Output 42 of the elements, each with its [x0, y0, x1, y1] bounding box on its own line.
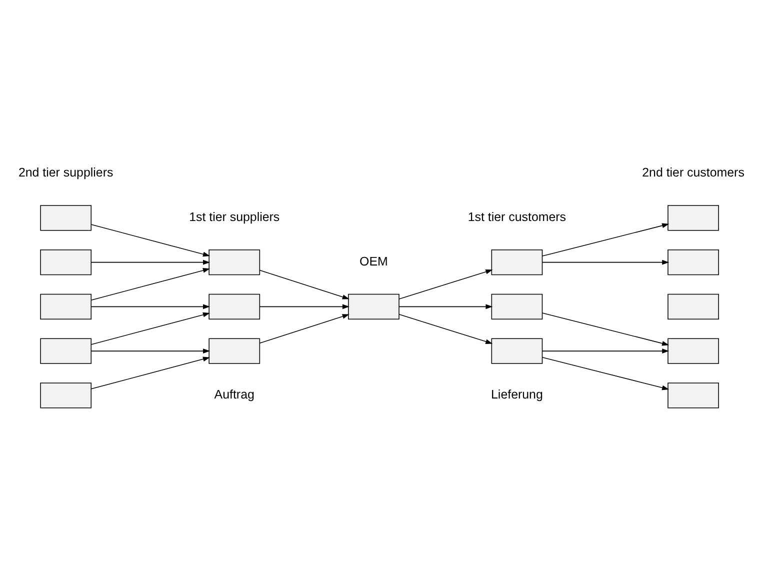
arrow	[259, 314, 350, 344]
node-box	[208, 294, 260, 320]
node-box	[491, 249, 543, 276]
node-box	[668, 205, 719, 231]
node-box	[40, 382, 92, 408]
arrow	[398, 269, 493, 300]
arrow	[398, 304, 493, 310]
node-box	[668, 249, 719, 276]
arrow	[90, 348, 210, 354]
label: 1st tier customers	[468, 210, 566, 224]
arrow	[542, 348, 670, 354]
arrow	[542, 312, 670, 346]
arrow	[90, 356, 210, 390]
label: 2nd tier customers	[642, 166, 744, 180]
arrow	[542, 223, 670, 256]
legend-label: Lieferung	[491, 387, 543, 402]
arrow	[398, 314, 493, 344]
legend-label: Auftrag	[214, 387, 254, 402]
node-box	[668, 382, 719, 408]
node-box	[491, 338, 543, 364]
node-box	[40, 249, 92, 276]
label: OEM	[360, 254, 388, 268]
node-box	[40, 205, 92, 231]
arrow	[542, 260, 670, 265]
arrow	[259, 270, 350, 300]
arrow	[90, 312, 210, 345]
node-box	[668, 338, 719, 364]
arrow	[90, 268, 210, 301]
node-box	[491, 294, 543, 320]
label: 2nd tier suppliers	[18, 166, 114, 180]
arrow	[542, 356, 670, 390]
node-box	[208, 249, 260, 276]
node-box	[40, 294, 92, 320]
node-box	[348, 294, 400, 320]
arrow	[90, 260, 210, 265]
node-box	[40, 338, 92, 364]
node-box	[208, 338, 260, 364]
label: 1st tier suppliers	[189, 210, 280, 224]
arrow	[90, 224, 210, 257]
arrow	[259, 304, 350, 310]
arrow	[90, 304, 210, 310]
node-box	[668, 294, 719, 320]
